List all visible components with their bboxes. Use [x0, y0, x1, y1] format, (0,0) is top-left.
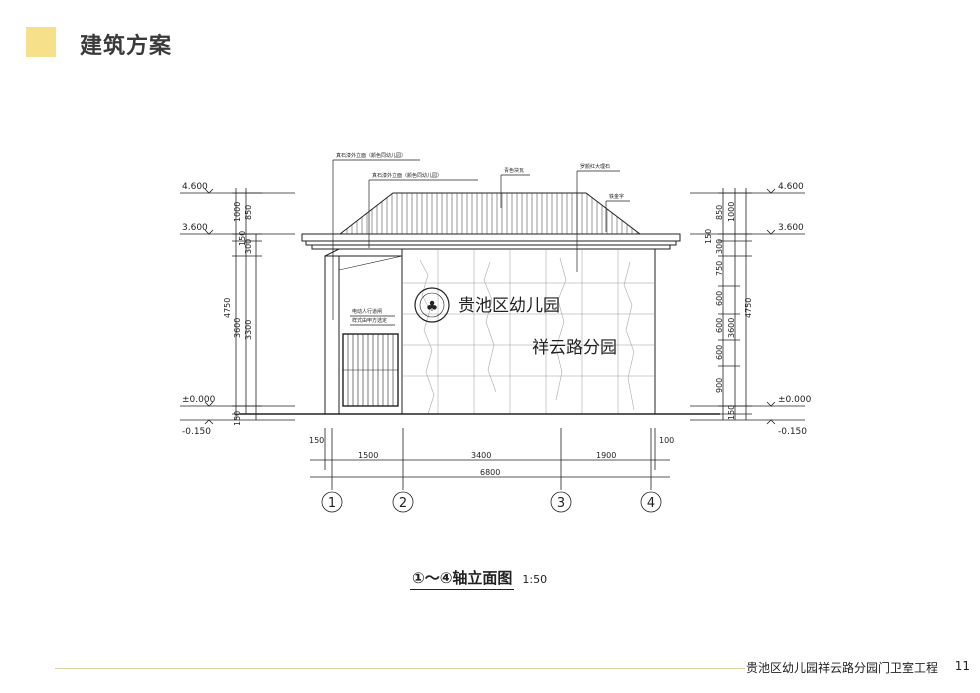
axis-bubble-4 — [640, 491, 662, 513]
annotation-metal-letters: 铁金字 — [609, 193, 624, 200]
dim-right-600a: 600 — [715, 291, 724, 306]
axis-bubble-3 — [550, 491, 572, 513]
dim-left-150: 150 — [238, 231, 247, 246]
drawing-caption: ①～④轴立面图 1:50 — [410, 566, 547, 590]
dim-left-850: 850 — [244, 205, 253, 220]
annotation-marble: 罗颜红大理石 — [580, 163, 610, 170]
axis-bubble-2 — [392, 491, 414, 513]
axis-label-3: 3 — [557, 496, 565, 511]
dim-right-600b: 600 — [715, 318, 724, 333]
caption-scale: 1:50 — [522, 573, 548, 586]
dim-left-300: 300 — [244, 239, 253, 254]
annotation-facade-1: 真石漆外立面（颜色同幼儿园） — [336, 152, 406, 159]
dim-bottom-1500: 1500 — [358, 451, 378, 460]
roof — [338, 192, 642, 235]
dim-bottom-3400: 3400 — [471, 451, 491, 460]
footer-project-title: 贵池区幼儿园祥云路分园门卫室工程 — [745, 661, 938, 675]
dim-bottom-1900: 1900 — [596, 451, 616, 460]
page-title: 建筑方案 — [80, 34, 173, 59]
wall-marble — [401, 248, 656, 415]
page-number: 11 — [954, 659, 970, 673]
level-eave-right: 3.600 — [778, 223, 804, 233]
dim-right-900: 900 — [715, 378, 724, 393]
level-top-left: 4.600 — [182, 182, 208, 192]
level-base-left: -0.150 — [182, 427, 211, 437]
dim-right-150: 150 — [704, 229, 713, 244]
dim-right-750: 750 — [715, 261, 724, 276]
dim-bottom-total: 6800 — [480, 468, 500, 477]
dim-left-1000: 1000 — [233, 202, 242, 222]
dim-bottom-150: 150 — [309, 436, 324, 445]
left-pillar — [324, 255, 340, 415]
sign-line-1: 贵池区幼儿园 — [458, 296, 560, 316]
annotation-gate-2: 样式由甲方选定 — [352, 317, 387, 324]
dim-right-4750: 4750 — [744, 298, 753, 318]
axis-label-1: 1 — [328, 496, 336, 511]
dim-right-150b: 150 — [727, 405, 736, 420]
annotation-roof-tile: 青色块瓦 — [504, 167, 524, 174]
axis-bubble-1 — [321, 491, 343, 513]
footer-divider — [55, 668, 745, 669]
dim-left-4750: 4750 — [223, 298, 232, 318]
dim-right-850: 850 — [715, 205, 724, 220]
dim-left-3300: 3300 — [244, 320, 253, 340]
dim-right-600c: 600 — [715, 345, 724, 360]
dim-right-1000: 1000 — [727, 202, 736, 222]
level-ground-right: ±0.000 — [778, 395, 812, 405]
sign-line-2: 祥云路分园 — [532, 338, 617, 358]
level-base-right: -0.150 — [778, 427, 807, 437]
dim-right-300: 300 — [715, 239, 724, 254]
axis-label-2: 2 — [399, 496, 407, 511]
annotation-facade-2: 真石漆外立面（颜色同幼儿园） — [372, 172, 442, 179]
dim-right-3600: 3600 — [727, 318, 736, 338]
caption-title: ①～④轴立面图 — [410, 567, 515, 590]
header-accent-square — [26, 27, 56, 57]
level-ground-left: ±0.000 — [182, 395, 216, 405]
annotation-gate-1: 电动人行道闸 — [352, 308, 382, 315]
dim-left-3600: 3600 — [233, 318, 242, 338]
svg-text:♣: ♣ — [426, 299, 439, 315]
level-top-right: 4.600 — [778, 182, 804, 192]
dim-left-150b: 150 — [233, 411, 242, 426]
axis-label-4: 4 — [647, 496, 655, 511]
wall-left-section — [338, 255, 403, 415]
kindergarten-logo — [414, 287, 450, 323]
level-eave-left: 3.600 — [182, 223, 208, 233]
eave-band — [301, 233, 681, 242]
dim-bottom-100: 100 — [659, 436, 674, 445]
